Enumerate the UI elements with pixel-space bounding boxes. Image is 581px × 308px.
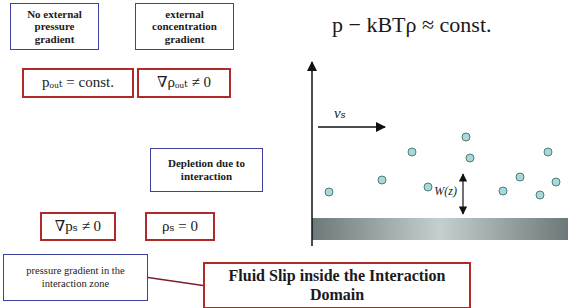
- range-arrow: [462, 174, 463, 214]
- range-label: W(z): [434, 184, 457, 199]
- conclusion-box: Fluid Slip inside the Interaction Domain: [203, 262, 471, 308]
- box-text: ∇pₛ ≠ 0: [55, 218, 101, 235]
- equation-box: ρₛ = 0: [145, 212, 215, 241]
- note-box: pressure gradient in the interaction zon…: [3, 254, 148, 301]
- box-text: ∇ρₒᵤₜ ≠ 0: [157, 74, 211, 91]
- particles: [325, 133, 560, 199]
- box-text: No external pressure gradient: [15, 8, 94, 46]
- velocity-arrow: [318, 126, 385, 128]
- equation-label: p − kBTρ ≈ const.: [332, 12, 492, 38]
- condition-box: external concentration gradient: [135, 3, 234, 50]
- box-text: pₒᵤₜ = const.: [42, 74, 114, 91]
- equation-box: ∇pₛ ≠ 0: [40, 212, 116, 241]
- leader-connector: [148, 278, 203, 286]
- wall-plate: [312, 218, 568, 240]
- condition-box: Depletion due to interaction: [150, 148, 263, 192]
- velocity-label: vₛ: [334, 104, 346, 122]
- condition-box: No external pressure gradient: [10, 3, 99, 50]
- box-text: external concentration gradient: [140, 8, 229, 46]
- box-text: ρₛ = 0: [162, 218, 198, 235]
- box-text: Fluid Slip inside the Interaction Domain: [209, 267, 465, 304]
- box-text: Depletion due to interaction: [155, 157, 258, 182]
- equation-box: pₒᵤₜ = const.: [22, 68, 134, 98]
- equation-box: ∇ρₒᵤₜ ≠ 0: [137, 68, 231, 98]
- axis-arrow: [311, 62, 313, 246]
- box-text: pressure gradient in the interaction zon…: [8, 265, 143, 289]
